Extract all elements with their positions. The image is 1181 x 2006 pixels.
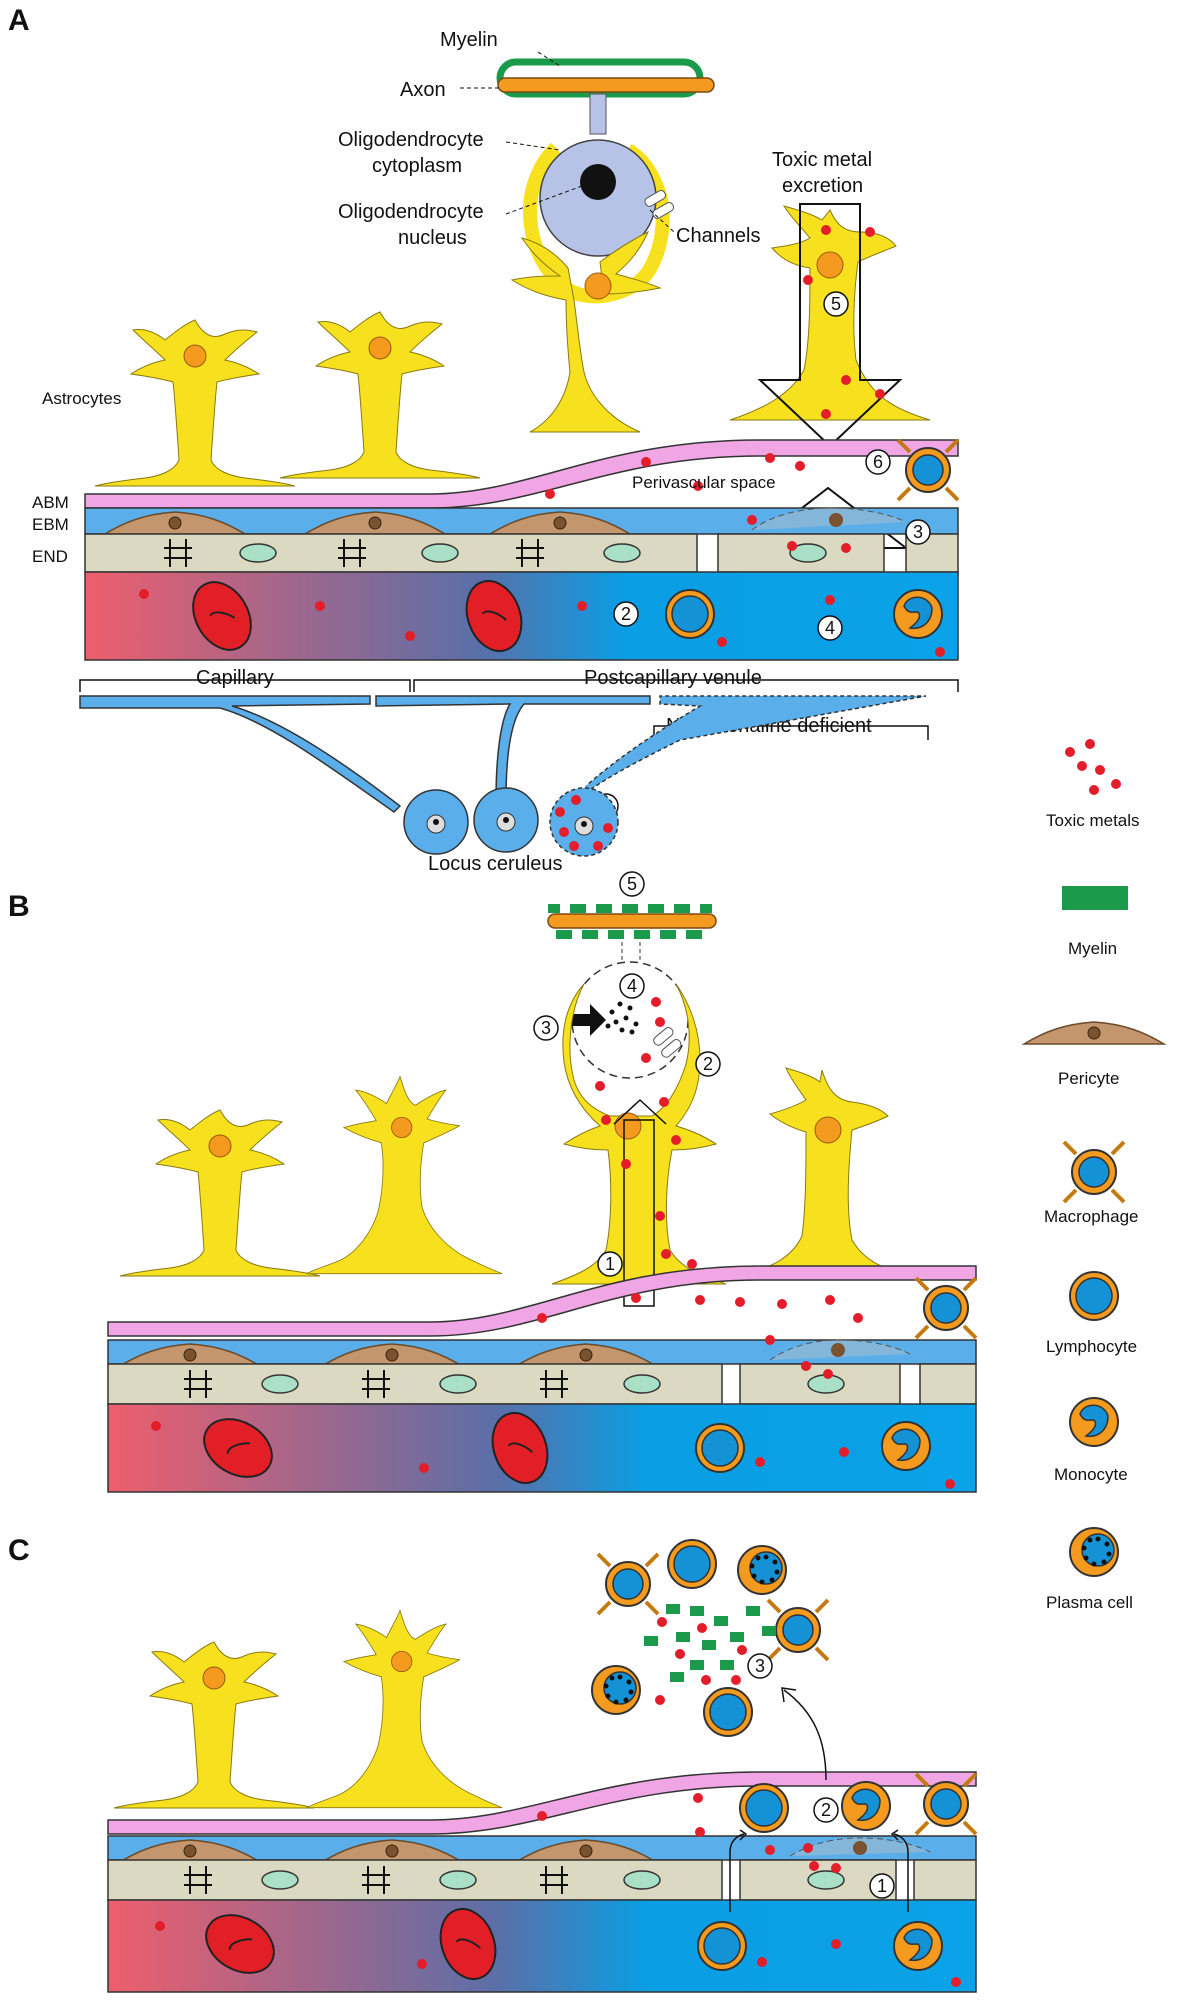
label-postcapillary: Postcapillary venule bbox=[584, 667, 762, 689]
panel-c-letter: C bbox=[8, 1534, 30, 1567]
panel-b: B bbox=[8, 871, 978, 1493]
step-3: 3 bbox=[541, 1018, 551, 1038]
legend-pericyte: Pericyte bbox=[1058, 1069, 1119, 1088]
astrocyte-right-b bbox=[739, 1067, 921, 1277]
legend: Toxic metals Myelin Pericyte Macrophage … bbox=[1023, 739, 1165, 1612]
axon bbox=[497, 77, 715, 93]
astrocyte bbox=[306, 1076, 503, 1275]
step-4: 4 bbox=[627, 976, 637, 996]
step-5: 5 bbox=[627, 874, 637, 894]
label-myelin: Myelin bbox=[440, 29, 498, 51]
toxic-metals-icon bbox=[1065, 739, 1121, 795]
step-3: 3 bbox=[913, 522, 923, 542]
plasma-cell-icon bbox=[1069, 1527, 1119, 1577]
abm-membrane bbox=[84, 439, 959, 509]
astrocyte-center-b bbox=[551, 983, 727, 1285]
panel-b-steps: 1 2 3 4 5 bbox=[533, 871, 721, 1277]
astrocyte bbox=[119, 1109, 321, 1277]
label-ebm: EBM bbox=[32, 515, 69, 534]
astrocyte bbox=[113, 1641, 315, 1809]
label-capillary: Capillary bbox=[196, 667, 274, 689]
step-5: 5 bbox=[831, 294, 841, 314]
label-astrocytes: Astrocytes bbox=[42, 389, 121, 408]
astrocyte bbox=[306, 1610, 503, 1809]
step-2: 2 bbox=[621, 604, 631, 624]
label-toxic-excretion-2: excretion bbox=[782, 175, 863, 197]
label-abm: ABM bbox=[32, 493, 69, 512]
label-oligo-cytoplasm-2: cytoplasm bbox=[372, 155, 462, 177]
step-3: 3 bbox=[755, 1656, 765, 1676]
label-perivascular: Perivascular space bbox=[632, 473, 776, 492]
step-1: 1 bbox=[877, 1876, 887, 1896]
astrocyte bbox=[279, 311, 481, 479]
legend-macrophage: Macrophage bbox=[1044, 1207, 1139, 1226]
panel-a: A bbox=[8, 4, 960, 875]
legend-lymphocyte: Lymphocyte bbox=[1046, 1337, 1137, 1356]
astrocyte bbox=[94, 319, 296, 487]
legend-toxic-metals: Toxic metals bbox=[1046, 811, 1140, 830]
monocyte-icon bbox=[1069, 1397, 1119, 1447]
locus-ceruleus-neurons bbox=[79, 695, 651, 855]
legend-plasma-cell: Plasma cell bbox=[1046, 1593, 1133, 1612]
pericyte-icon bbox=[1023, 1021, 1165, 1045]
macrophage-icon bbox=[1062, 1140, 1126, 1204]
panel-c-steps: 1 2 3 bbox=[747, 1653, 895, 1899]
legend-myelin: Myelin bbox=[1068, 939, 1117, 958]
toxic-metal-dots bbox=[139, 225, 945, 657]
lymphocyte-icon bbox=[1069, 1271, 1119, 1321]
astrocyte-center bbox=[510, 230, 662, 433]
label-axon: Axon bbox=[400, 79, 446, 101]
step-2: 2 bbox=[703, 1054, 713, 1074]
step-1: 1 bbox=[605, 1254, 615, 1274]
panel-c: C bbox=[8, 1534, 978, 1993]
label-channels: Channels bbox=[676, 225, 761, 247]
step-2: 2 bbox=[821, 1800, 831, 1820]
myelin-icon bbox=[1062, 886, 1128, 910]
label-end: END bbox=[32, 547, 68, 566]
legend-monocyte: Monocyte bbox=[1054, 1465, 1128, 1484]
label-toxic-excretion-1: Toxic metal bbox=[772, 149, 872, 171]
oligodendrocyte-nucleus bbox=[580, 164, 616, 200]
label-oligo-nucleus-1: Oligodendrocyte bbox=[338, 201, 484, 223]
panel-a-letter: A bbox=[8, 4, 30, 37]
label-oligo-cytoplasm-1: Oligodendrocyte bbox=[338, 129, 484, 151]
label-locus-ceruleus: Locus ceruleus bbox=[428, 853, 563, 875]
step-6: 6 bbox=[873, 452, 883, 472]
label-oligo-nucleus-2: nucleus bbox=[398, 227, 467, 249]
step-4: 4 bbox=[825, 618, 835, 638]
panel-b-letter: B bbox=[8, 890, 30, 923]
